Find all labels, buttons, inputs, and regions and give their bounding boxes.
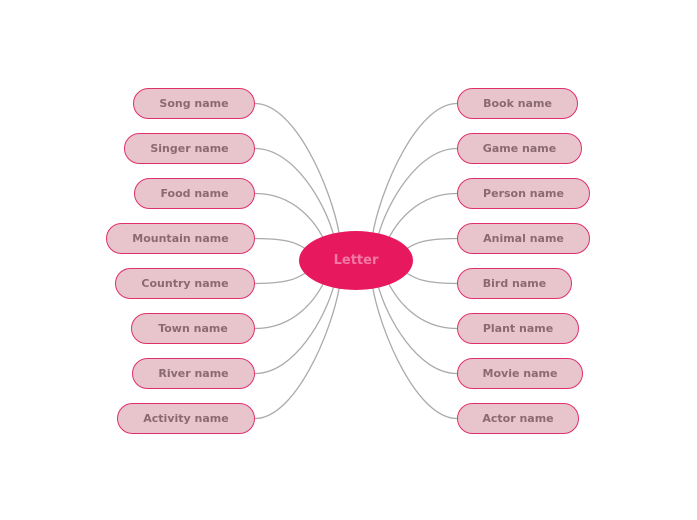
- connector-line: [254, 286, 341, 420]
- topic-food-name[interactable]: Food name: [134, 178, 255, 209]
- topic-person-name[interactable]: Person name: [457, 178, 590, 209]
- central-topic-label: Letter: [333, 253, 379, 268]
- topic-song-name[interactable]: Song name: [133, 88, 255, 119]
- connector-line: [371, 102, 458, 235]
- topic-actor-name[interactable]: Actor name: [457, 403, 579, 434]
- connector-line: [377, 147, 458, 237]
- topic-label: Singer name: [150, 142, 229, 155]
- topic-label: Mountain name: [132, 232, 229, 245]
- connector-line: [387, 281, 458, 330]
- connector-line: [254, 281, 325, 330]
- topic-activity-name[interactable]: Activity name: [117, 403, 255, 434]
- connector-line: [377, 284, 458, 375]
- topic-label: Town name: [158, 322, 228, 335]
- topic-label: Song name: [159, 97, 229, 110]
- connector-line: [254, 284, 335, 375]
- topic-book-name[interactable]: Book name: [457, 88, 578, 119]
- topic-label: Country name: [141, 277, 229, 290]
- topic-label: Bird name: [482, 277, 547, 290]
- topic-label: Game name: [482, 142, 557, 155]
- topic-country-name[interactable]: Country name: [115, 268, 255, 299]
- connector-line: [387, 192, 458, 240]
- topic-label: Movie name: [482, 367, 558, 380]
- connector-line: [254, 147, 335, 237]
- topic-movie-name[interactable]: Movie name: [457, 358, 583, 389]
- topic-label: Actor name: [482, 412, 554, 425]
- topic-bird-name[interactable]: Bird name: [457, 268, 572, 299]
- topic-label: Person name: [483, 187, 564, 200]
- topic-label: Food name: [160, 187, 229, 200]
- topic-singer-name[interactable]: Singer name: [124, 133, 255, 164]
- connector-line: [403, 270, 458, 285]
- topic-label: Animal name: [483, 232, 564, 245]
- topic-river-name[interactable]: River name: [132, 358, 255, 389]
- connector-line: [254, 270, 309, 285]
- connector-line: [254, 102, 341, 235]
- topic-mountain-name[interactable]: Mountain name: [106, 223, 255, 254]
- topic-label: Activity name: [143, 412, 229, 425]
- topic-game-name[interactable]: Game name: [457, 133, 582, 164]
- connector-line: [254, 192, 325, 240]
- topic-animal-name[interactable]: Animal name: [457, 223, 590, 254]
- connector-line: [404, 237, 458, 251]
- topic-plant-name[interactable]: Plant name: [457, 313, 579, 344]
- connector-line: [371, 286, 458, 420]
- topic-label: River name: [158, 367, 229, 380]
- connector-line: [254, 237, 308, 251]
- central-topic[interactable]: Letter: [299, 231, 413, 290]
- topic-label: Plant name: [482, 322, 554, 335]
- topic-label: Book name: [483, 97, 552, 110]
- topic-town-name[interactable]: Town name: [131, 313, 255, 344]
